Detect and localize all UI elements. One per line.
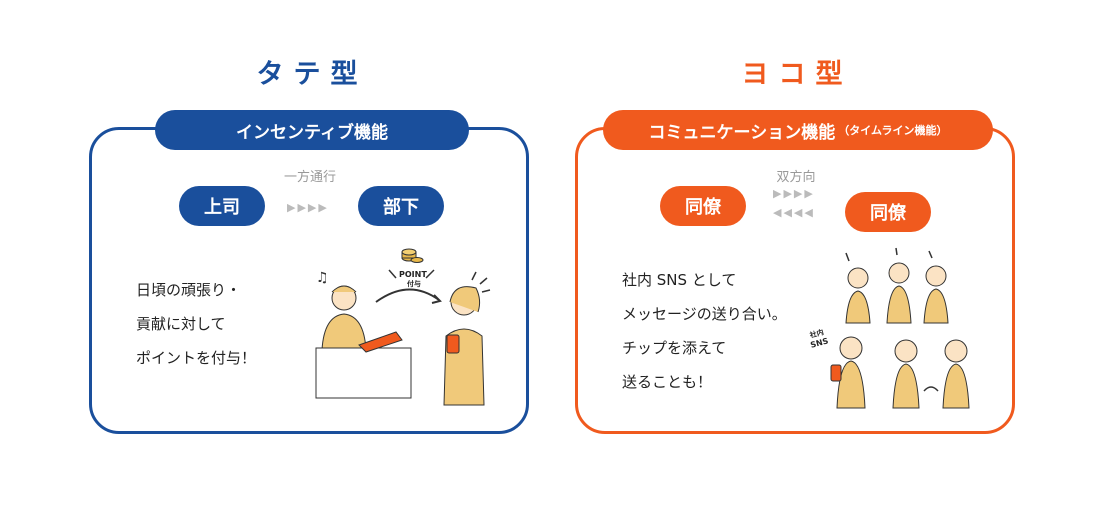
coin-stack-icon bbox=[402, 249, 423, 263]
incentive-line-2: 貢献に対して bbox=[136, 307, 256, 341]
communication-line-1: 社内 SNS として bbox=[622, 263, 787, 297]
one-way-label: 一方通行 bbox=[270, 166, 350, 185]
communication-description: 社内 SNS として メッセージの送り合い。 チップを添えて 送ることも！ bbox=[622, 263, 787, 399]
point-badge-text: POINT bbox=[399, 270, 427, 279]
communication-line-2: メッセージの送り合い。 bbox=[622, 297, 787, 331]
colleague-pill-right: 同僚 bbox=[845, 192, 931, 232]
incentive-line-1: 日頃の頑張り・ bbox=[136, 273, 256, 307]
backward-arrows: ◀◀◀◀ bbox=[773, 206, 815, 219]
colleague-group-top bbox=[846, 248, 948, 323]
point-badge-sub: 付与 bbox=[407, 279, 421, 288]
boss-pill: 上司 bbox=[179, 186, 265, 226]
incentive-panel: インセンティブ機能 上司 一方通行 ▶▶▶▶ 部下 日頃の頑張り・ 貢献に対して… bbox=[89, 127, 529, 434]
communication-ribbon-label: コミュニケーション機能 bbox=[649, 118, 836, 143]
subordinate-pill: 部下 bbox=[358, 186, 444, 226]
colleague-pill-left: 同僚 bbox=[660, 186, 746, 226]
incentive-ribbon: インセンティブ機能 bbox=[155, 110, 469, 150]
vertical-type-title: タテ型 bbox=[212, 52, 412, 91]
forward-arrows: ▶▶▶▶ bbox=[773, 187, 815, 200]
music-note-icon: ♫ bbox=[316, 270, 329, 286]
communication-line-3: チップを添えて bbox=[622, 331, 787, 365]
one-way-arrows: ▶▶▶▶ bbox=[287, 201, 329, 214]
communication-illustration: 社内 SNS bbox=[811, 243, 986, 413]
incentive-ribbon-label: インセンティブ機能 bbox=[236, 118, 388, 143]
horizontal-type-title: ヨコ型 bbox=[697, 52, 897, 91]
communication-line-4: 送ることも！ bbox=[622, 365, 787, 399]
colleague-group-bottom bbox=[831, 337, 969, 408]
communication-ribbon: コミュニケーション機能 （タイムライン機能） bbox=[603, 110, 993, 150]
incentive-line-3: ポイントを付与！ bbox=[136, 341, 256, 375]
subordinate-figure bbox=[444, 272, 490, 405]
sns-badge: 社内 SNS bbox=[807, 327, 830, 350]
incentive-description: 日頃の頑張り・ 貢献に対して ポイントを付与！ bbox=[136, 273, 256, 375]
boss-figure bbox=[316, 286, 411, 398]
two-way-label: 双方向 bbox=[756, 166, 836, 185]
incentive-illustration: POINT 付与 ♫ bbox=[304, 240, 504, 410]
communication-ribbon-sub: （タイムライン機能） bbox=[838, 122, 947, 138]
communication-panel: コミュニケーション機能 （タイムライン機能） 同僚 双方向 ▶▶▶▶ ◀◀◀◀ … bbox=[575, 127, 1015, 434]
